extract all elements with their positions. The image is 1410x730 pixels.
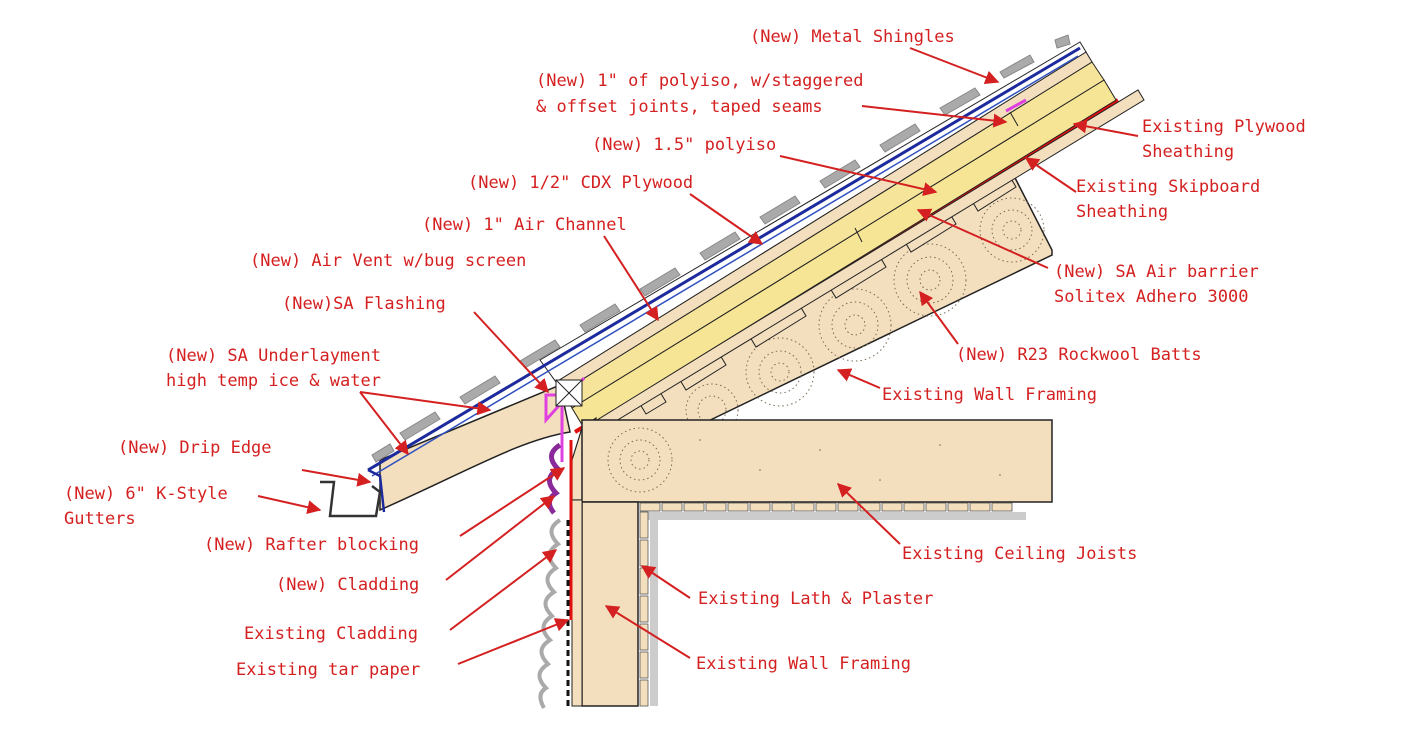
label-new-cladding: (New) Cladding (276, 575, 419, 595)
drawing (320, 34, 1145, 709)
label-sa-flashing: (New)SA Flashing (282, 294, 446, 314)
wall-sheathing (571, 499, 583, 707)
label-tar-paper: Existing tar paper (236, 660, 420, 680)
label-existing-wall-framing-bottom: Existing Wall Framing (696, 654, 911, 674)
label-existing-plywood: Existing Plywood (1142, 117, 1306, 137)
polyiso-joints (854, 111, 1019, 243)
new-cladding (547, 442, 562, 515)
k-style-gutter (320, 480, 382, 518)
label-air-channel: (New) 1" Air Channel (422, 215, 627, 235)
label-polyiso-1in-cont: & offset joints, taped seams (536, 97, 823, 117)
label-lath-plaster: Existing Lath & Plaster (698, 589, 933, 609)
rafter-tail (379, 383, 571, 512)
rockwool-swirls-ceiling (607, 427, 673, 493)
label-polyiso-1-5: (New) 1.5" polyiso (592, 135, 776, 155)
label-existing-plywood-cont: Sheathing (1142, 142, 1234, 162)
label-polyiso-1in: (New) 1" of polyiso, w/staggered (536, 71, 864, 91)
ceiling-plaster (648, 512, 1026, 520)
rockwool-dots-ceiling (699, 439, 1001, 481)
label-sa-underlayment-cont: high temp ice & water (166, 371, 381, 391)
metal-shingle-profile (371, 34, 1071, 463)
label-gutters-cont: Gutters (64, 509, 136, 529)
sa-flashing-top (1005, 98, 1027, 113)
label-sa-underlayment: (New) SA Underlayment (166, 346, 381, 366)
label-cdx-plywood: (New) 1/2" CDX Plywood (468, 173, 693, 193)
label-sa-air-barrier: (New) SA Air barrier (1054, 262, 1259, 282)
label-existing-skipboard-cont: Sheathing (1076, 202, 1168, 222)
label-sa-air-barrier-cont: Solitex Adhero 3000 (1054, 287, 1248, 307)
wall-lath (639, 511, 649, 707)
label-rockwool: (New) R23 Rockwool Batts (956, 345, 1202, 365)
ceiling-lath (639, 502, 1013, 512)
label-rafter-blocking: (New) Rafter blocking (204, 535, 419, 555)
wall-stud (581, 501, 639, 707)
label-ceiling-joists: Existing Ceiling Joists (902, 544, 1137, 564)
label-metal-shingles: (New) Metal Shingles (750, 27, 955, 47)
drip-edge (367, 468, 386, 513)
existing-cladding (537, 518, 562, 709)
leader-arrows (257, 47, 1139, 665)
label-existing-skipboard: Existing Skipboard (1076, 177, 1260, 197)
wall-plaster (650, 520, 658, 706)
labels: (New) Metal Shingles (New) 1" of polyiso… (64, 27, 1306, 680)
label-gutters: (New) 6" K-Style (64, 484, 228, 504)
label-existing-cladding: Existing Cladding (244, 624, 418, 644)
label-air-vent: (New) Air Vent w/bug screen (250, 251, 526, 271)
label-existing-wall-framing-top: Existing Wall Framing (882, 385, 1097, 405)
metal-shingles-line (367, 46, 1081, 472)
label-drip-edge: (New) Drip Edge (118, 438, 272, 458)
